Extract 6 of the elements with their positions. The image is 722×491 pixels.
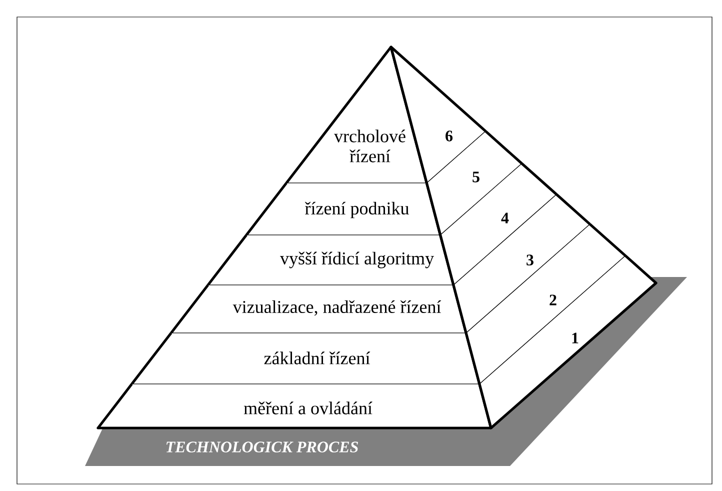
layer-band: vyšší řídicí algoritmy [206,234,455,286]
layer-band: řízení podniku [245,182,442,236]
layer-band: vizualizace, nadřazené řízení [170,284,468,334]
layer-band: měření a ovládání [96,382,492,430]
layer-band: vrcholové řízení [285,46,428,184]
layer-band: základní řízení [130,332,481,386]
